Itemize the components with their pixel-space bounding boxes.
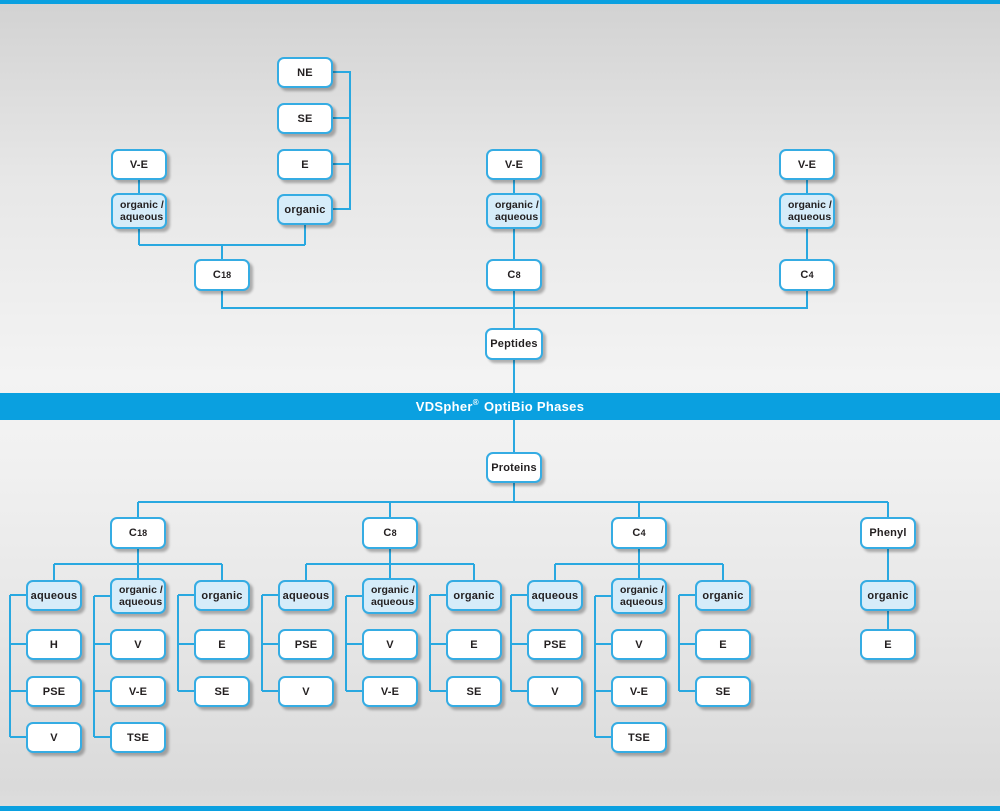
node-pro-phenyl-organic: organic: [860, 580, 916, 611]
node-pro-c4-aqueous: aqueous: [527, 580, 583, 611]
top-accent-strip: [0, 0, 1000, 4]
node-pro-c8-aqueous-pse: PSE: [278, 629, 334, 660]
node-pro-c8-organic-e: E: [446, 629, 502, 660]
node-pro-c4-organic-e: E: [695, 629, 751, 660]
node-pep-se: SE: [277, 103, 333, 134]
registered-mark: ®: [472, 398, 479, 407]
node-pro-c18-aqueous-v: V: [26, 722, 82, 753]
connector-pro-c4-categories: [554, 549, 724, 580]
node-pro-c4-orgaq-v: V: [611, 629, 667, 660]
node-pro-c8-orgaq-ve: V-E: [362, 676, 418, 707]
node-pep-organic-aqueous-c4: organic / aqueous: [779, 193, 835, 229]
node-pro-c4-aqueous-pse: PSE: [527, 629, 583, 660]
node-pep-e: E: [277, 149, 333, 180]
connector-pep-esters-rail: [333, 71, 351, 210]
node-pro-c18-aqueous-pse: PSE: [26, 676, 82, 707]
node-pro-c8-aqueous-v: V: [278, 676, 334, 707]
node-pro-c8-organic-aqueous: organic / aqueous: [362, 578, 418, 614]
connector-pep-c18-merge: [138, 180, 306, 259]
node-pro-c18-orgaq-v: V: [110, 629, 166, 660]
connector-pep-c8-c4-verticals: [513, 180, 808, 259]
node-pro-phenyl-organic-e: E: [860, 629, 916, 660]
node-pep-ve-c8: V-E: [486, 149, 542, 180]
node-pro-c18-organic-se: SE: [194, 676, 250, 707]
node-pro-c18-organic-aqueous: organic / aqueous: [110, 578, 166, 614]
node-pro-c18-aqueous: aqueous: [26, 580, 82, 611]
node-pro-c18-organic: organic: [194, 580, 250, 611]
node-pro-c8-aqueous: aqueous: [278, 580, 334, 611]
bottom-accent-strip: [0, 806, 1000, 811]
connector-pep-columns-to-peptides: [221, 291, 808, 328]
connector-pro-c4-children-rails: [510, 594, 695, 738]
node-pro-c18-aqueous-h: H: [26, 629, 82, 660]
node-pro-c4-organic: organic: [695, 580, 751, 611]
node-pro-c8-orgaq-v: V: [362, 629, 418, 660]
banner-brand: VDSpher: [415, 399, 473, 414]
node-pro-c4-organic-aqueous: organic / aqueous: [611, 578, 667, 614]
node-pep-organic-aqueous-c18: organic / aqueous: [111, 193, 167, 229]
node-pep-ne: NE: [277, 57, 333, 88]
node-pep-ve-c4: V-E: [779, 149, 835, 180]
node-pep-organic-aqueous-c8: organic / aqueous: [486, 193, 542, 229]
node-proteins-root: Proteins: [486, 452, 542, 483]
banner-product-line: OptiBio Phases: [483, 399, 585, 414]
node-pro-c8-organic: organic: [446, 580, 502, 611]
title-banner: VDSpher® OptiBio Phases: [0, 393, 1000, 420]
node-peptides-root: Peptides: [485, 328, 543, 360]
connector-pro-c18-children-rails: [9, 594, 194, 738]
node-pro-c18-organic-e: E: [194, 629, 250, 660]
node-pep-organic: organic: [277, 194, 333, 225]
node-pro-c18-orgaq-ve: V-E: [110, 676, 166, 707]
node-pro-c4-orgaq-tse: TSE: [611, 722, 667, 753]
node-pro-phenyl: Phenyl: [860, 517, 916, 549]
node-pro-c4-aqueous-v: V: [527, 676, 583, 707]
node-pro-c18-orgaq-tse: TSE: [110, 722, 166, 753]
node-pro-c4-organic-se: SE: [695, 676, 751, 707]
node-pro-c4-orgaq-ve: V-E: [611, 676, 667, 707]
connector-proteins-to-columns: [137, 483, 889, 517]
connector-pro-c18-categories: [53, 549, 223, 580]
connector-pro-c8-children-rails: [261, 594, 446, 692]
connector-pro-c8-categories: [305, 549, 475, 580]
node-pro-c8-organic-se: SE: [446, 676, 502, 707]
node-pep-ve-c18: V-E: [111, 149, 167, 180]
